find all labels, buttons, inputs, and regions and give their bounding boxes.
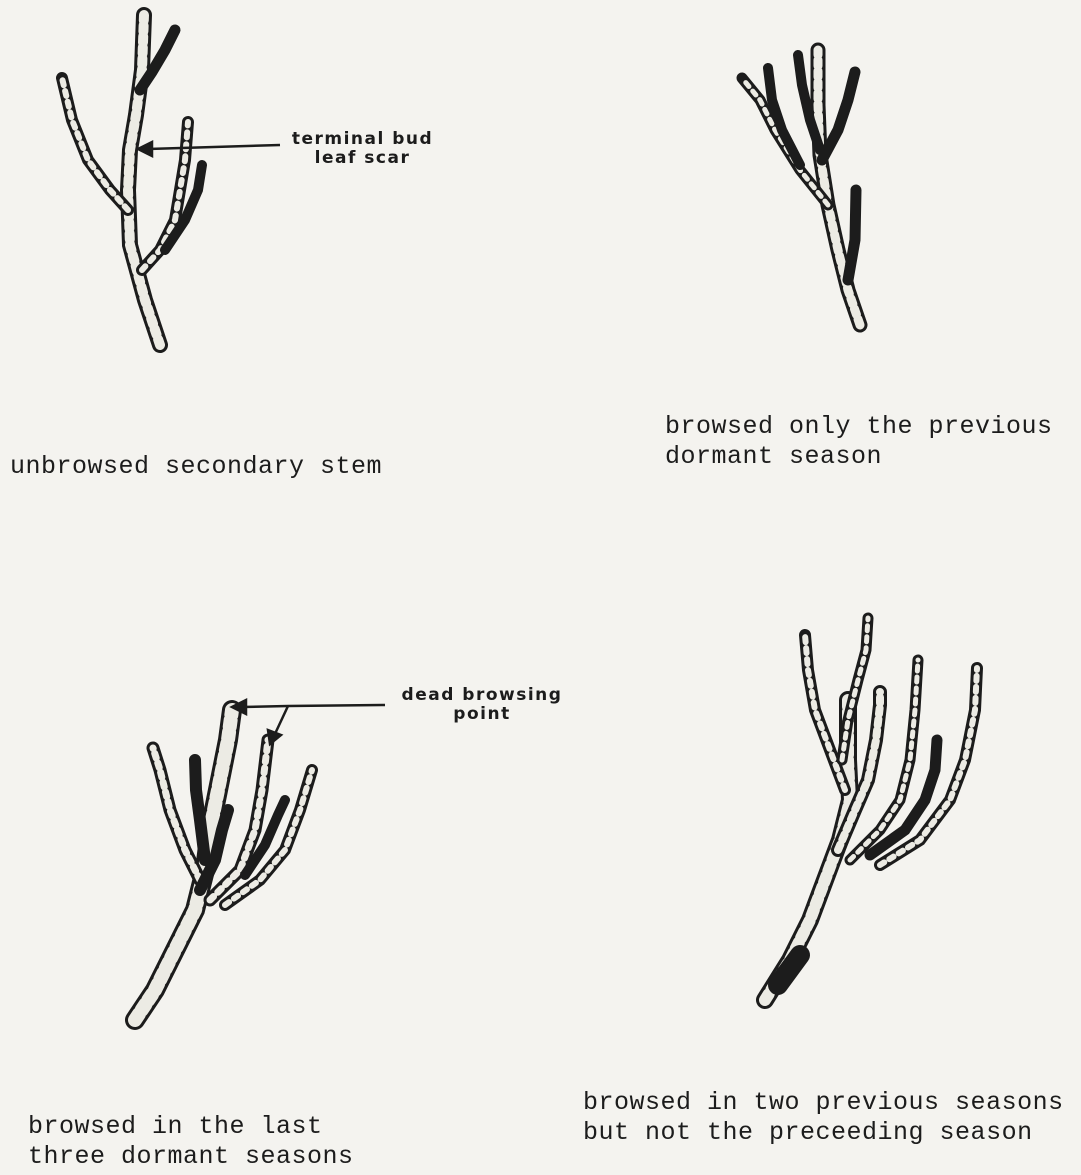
two-seasons-twig-drawing — [765, 618, 977, 1000]
dead-browsing-point-arrows — [232, 700, 385, 744]
caption-previous-season-line-2: dormant season — [665, 442, 1053, 472]
terminal-bud-arrow — [138, 142, 280, 156]
caption-unbrowsed-line-1: unbrowsed secondary stem — [10, 452, 382, 482]
unbrowsed-twig-drawing — [62, 15, 202, 345]
terminal-bud-label: terminal bud leaf scar — [280, 130, 445, 168]
caption-three-seasons-line-1: browsed in the last — [28, 1112, 354, 1142]
caption-three-seasons-line-2: three dormant seasons — [28, 1142, 354, 1172]
caption-unbrowsed: unbrowsed secondary stem — [10, 452, 382, 482]
dead-browsing-point-label-line-2: point — [382, 705, 582, 724]
caption-previous-season-line-1: browsed only the previous — [665, 412, 1053, 442]
dead-browsing-point-label: dead browsing point — [382, 686, 582, 724]
three-seasons-twig-drawing — [135, 710, 312, 1020]
terminal-bud-label-line-1: terminal bud — [280, 130, 445, 149]
caption-three-seasons: browsed in the last three dormant season… — [28, 1112, 354, 1172]
dead-browsing-point-label-line-1: dead browsing — [382, 686, 582, 705]
terminal-bud-label-line-2: leaf scar — [280, 149, 445, 168]
caption-two-seasons-line-1: browsed in two previous seasons — [583, 1088, 1064, 1118]
caption-two-seasons-line-2: but not the preceeding season — [583, 1118, 1064, 1148]
caption-previous-season: browsed only the previous dormant season — [665, 412, 1053, 472]
previous-season-twig-drawing — [742, 50, 860, 325]
caption-two-seasons: browsed in two previous seasons but not … — [583, 1088, 1064, 1148]
